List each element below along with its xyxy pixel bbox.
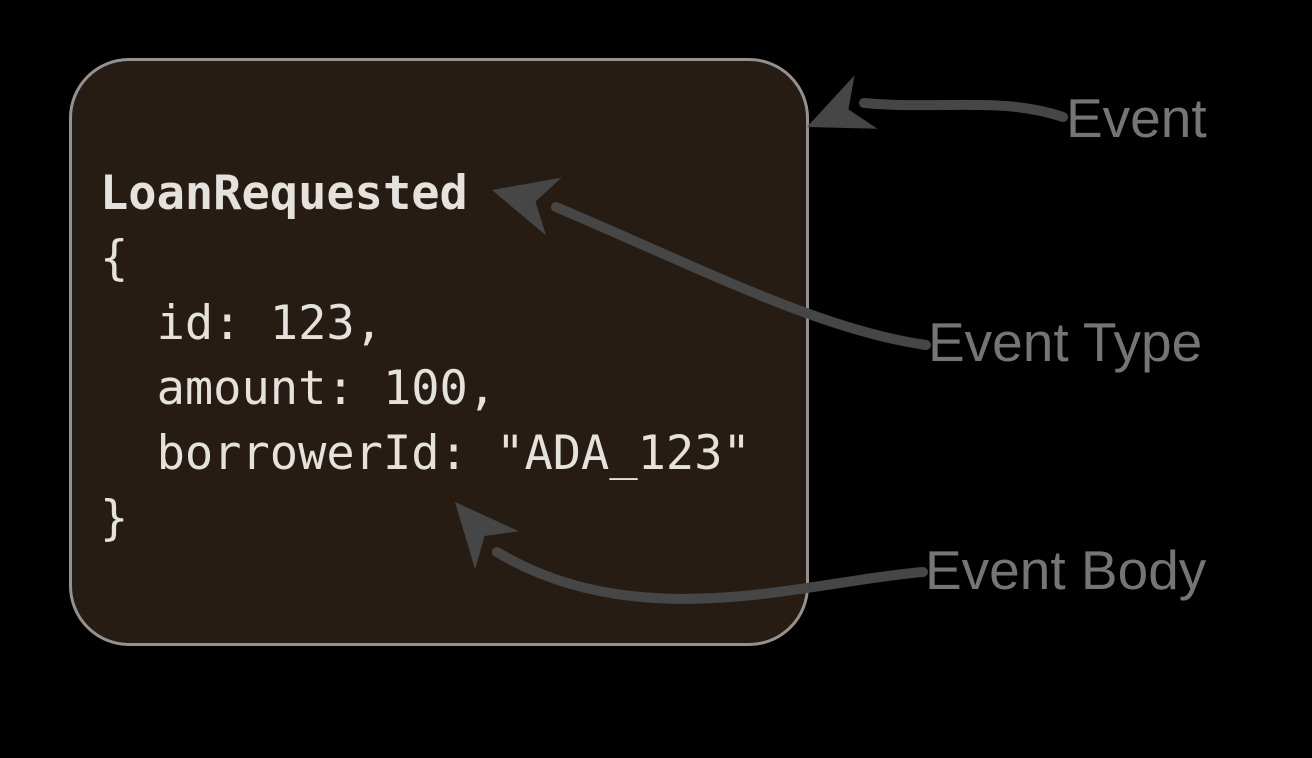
event-arrow xyxy=(807,75,1068,129)
label-event: Event xyxy=(1066,87,1207,149)
event-type-name: LoanRequested xyxy=(100,166,468,221)
label-event-body: Event Body xyxy=(925,539,1207,601)
event-code-block: LoanRequested { id: 123, amount: 100, bor… xyxy=(100,161,751,551)
event-body-json: { id: 123, amount: 100, borrowerId: "ADA… xyxy=(100,231,751,546)
label-event-type: Event Type xyxy=(928,311,1203,373)
event-card: LoanRequested { id: 123, amount: 100, bor… xyxy=(69,58,809,646)
